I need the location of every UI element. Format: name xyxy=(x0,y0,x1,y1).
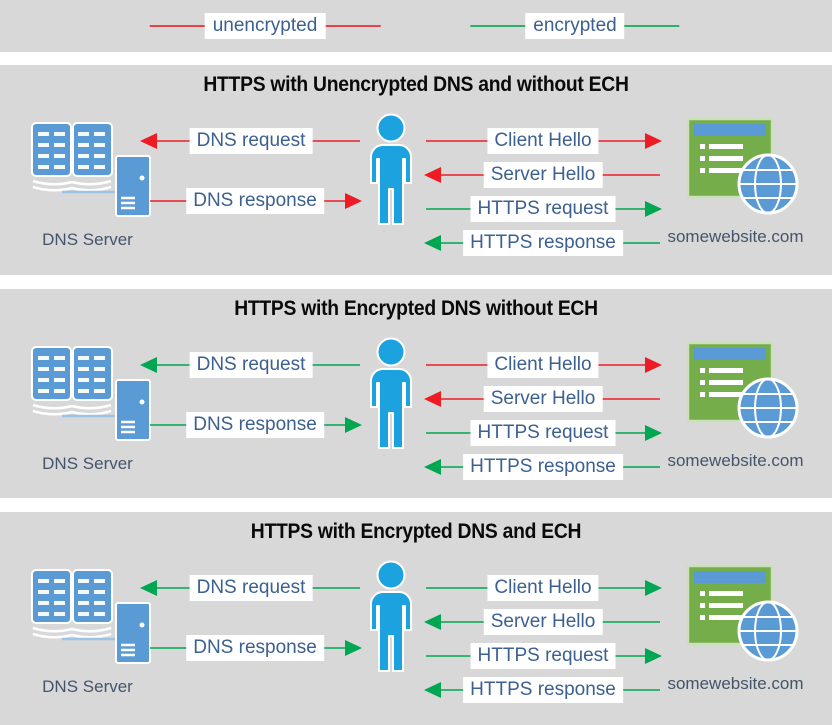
arrow-label: HTTPS response xyxy=(463,677,623,703)
arrowhead-icon xyxy=(424,614,441,630)
arrowhead-icon xyxy=(345,640,362,656)
legend-label: encrypted xyxy=(525,13,625,39)
arrow-label: Client Hello xyxy=(487,352,599,378)
arrowhead-icon xyxy=(645,201,662,217)
arrow-label: Client Hello xyxy=(487,128,599,154)
website-icon xyxy=(686,341,804,445)
encrypted-line-icon xyxy=(470,25,526,27)
arrow-label: HTTPS request xyxy=(470,196,616,222)
arrowhead-icon xyxy=(424,167,441,183)
arrowhead-icon xyxy=(345,417,362,433)
panel-unencrypted-dns-no-ech: HTTPS with Unencrypted DNS and without E… xyxy=(0,65,832,275)
arrowhead-icon xyxy=(424,459,441,475)
arrow-label: HTTPS request xyxy=(470,420,616,446)
encrypted-line-icon xyxy=(624,25,680,27)
dns-server-caption: DNS Server xyxy=(42,677,133,696)
arrow-label: Server Hello xyxy=(483,609,603,635)
arrow-server-hello: Server Hello xyxy=(424,609,662,635)
arrow-https-response: HTTPS response xyxy=(424,677,662,703)
arrow-label: DNS request xyxy=(189,575,313,601)
arrow-https-response: HTTPS response xyxy=(424,454,662,480)
legend-item-encrypted: encrypted xyxy=(470,13,680,39)
arrowhead-icon xyxy=(645,425,662,441)
arrow-client-hello: Client Hello xyxy=(424,128,662,154)
dns-server-icon xyxy=(26,567,158,669)
arrowhead-icon xyxy=(140,133,157,149)
dns-server-caption: DNS Server xyxy=(42,230,133,249)
arrow-label: HTTPS response xyxy=(463,230,623,256)
arrow-label: DNS request xyxy=(189,352,313,378)
legend-bar: unencrypted encrypted xyxy=(0,0,832,52)
arrow-label: Server Hello xyxy=(483,386,603,412)
dns-server-caption: DNS Server xyxy=(42,454,133,473)
arrowhead-icon xyxy=(645,580,662,596)
arrow-client-hello: Client Hello xyxy=(424,352,662,378)
panel-title: HTTPS with Encrypted DNS without ECH xyxy=(234,297,598,320)
arrow-dns-request: DNS request xyxy=(140,128,362,154)
website-caption: somewebsite.com xyxy=(667,674,804,693)
arrow-https-response: HTTPS response xyxy=(424,230,662,256)
legend-label: unencrypted xyxy=(204,13,326,39)
website-icon xyxy=(686,117,804,221)
website-caption: somewebsite.com xyxy=(667,227,804,246)
dns-server-icon xyxy=(26,344,158,446)
arrow-label: DNS response xyxy=(186,188,324,214)
panel-title: HTTPS with Unencrypted DNS and without E… xyxy=(203,73,629,96)
arrowhead-icon xyxy=(424,235,441,251)
arrow-label: Server Hello xyxy=(483,162,603,188)
arrow-https-request: HTTPS request xyxy=(424,420,662,446)
arrow-dns-response: DNS response xyxy=(148,635,362,661)
unencrypted-line-icon xyxy=(325,25,381,27)
user-icon xyxy=(360,337,422,451)
user-icon xyxy=(360,113,422,227)
panel-encrypted-dns-no-ech: HTTPS with Encrypted DNS without ECH DNS… xyxy=(0,289,832,498)
panel-title: HTTPS with Encrypted DNS and ECH xyxy=(250,520,582,543)
arrow-dns-response: DNS response xyxy=(148,188,362,214)
arrowhead-icon xyxy=(424,682,441,698)
arrowhead-icon xyxy=(645,357,662,373)
user-icon xyxy=(360,560,422,674)
arrow-client-hello: Client Hello xyxy=(424,575,662,601)
arrow-server-hello: Server Hello xyxy=(424,162,662,188)
arrowhead-icon xyxy=(345,193,362,209)
website-icon xyxy=(686,564,804,668)
arrow-label: DNS response xyxy=(186,412,324,438)
arrow-https-request: HTTPS request xyxy=(424,643,662,669)
arrowhead-icon xyxy=(140,580,157,596)
website-caption: somewebsite.com xyxy=(667,451,804,470)
arrow-dns-request: DNS request xyxy=(140,575,362,601)
arrowhead-icon xyxy=(140,357,157,373)
arrow-label: DNS response xyxy=(186,635,324,661)
dns-server-icon xyxy=(26,120,158,222)
arrowhead-icon xyxy=(645,133,662,149)
legend-item-unencrypted: unencrypted xyxy=(149,13,381,39)
arrow-dns-response: DNS response xyxy=(148,412,362,438)
panel-encrypted-dns-with-ech: HTTPS with Encrypted DNS and ECH DNS Ser… xyxy=(0,512,832,725)
arrow-https-request: HTTPS request xyxy=(424,196,662,222)
arrow-server-hello: Server Hello xyxy=(424,386,662,412)
arrowhead-icon xyxy=(645,648,662,664)
arrow-label: DNS request xyxy=(189,128,313,154)
arrow-label: HTTPS request xyxy=(470,643,616,669)
arrowhead-icon xyxy=(424,391,441,407)
arrow-label: Client Hello xyxy=(487,575,599,601)
arrow-dns-request: DNS request xyxy=(140,352,362,378)
arrow-label: HTTPS response xyxy=(463,454,623,480)
unencrypted-line-icon xyxy=(149,25,205,27)
